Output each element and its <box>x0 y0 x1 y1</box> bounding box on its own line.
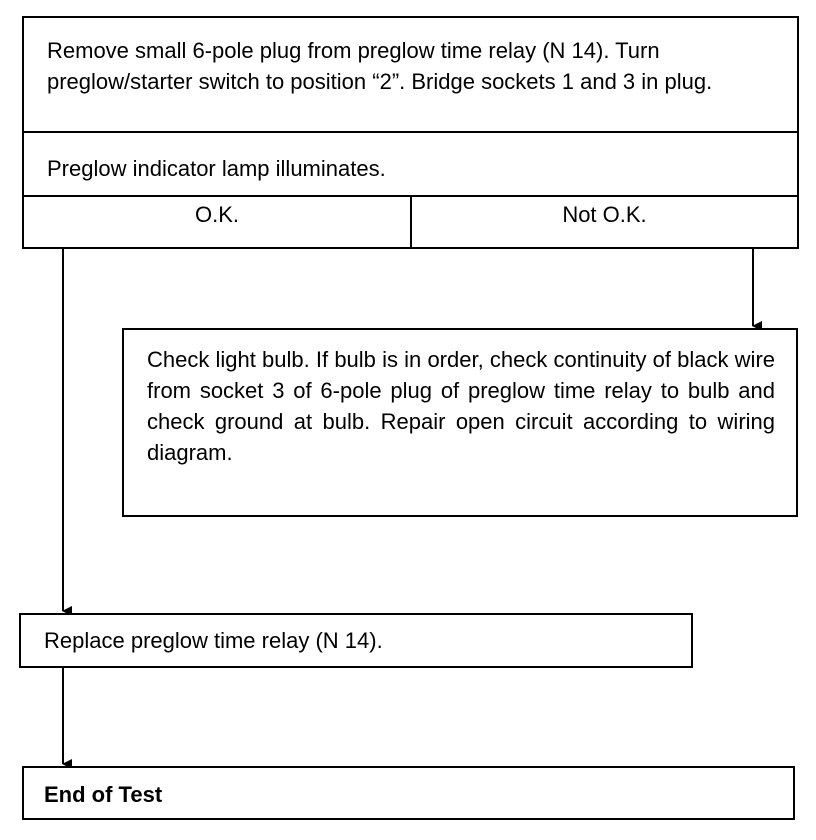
replace-relay-text: Replace preglow time relay (N 14). <box>44 628 383 653</box>
ok-branch-label: O.K. <box>194 202 239 227</box>
check-bulb-text: Check light bulb. If bulb is in order, c… <box>147 347 775 465</box>
not-ok-branch-label: Not O.K. <box>562 202 647 227</box>
end-of-test-text: End of Test <box>44 782 163 807</box>
end-of-test-box: End of Test <box>22 766 795 820</box>
test-step-box: Remove small 6-pole plug from preglow ti… <box>22 16 799 249</box>
check-bulb-box: Check light bulb. If bulb is in order, c… <box>122 328 798 517</box>
divider <box>24 195 797 197</box>
divider <box>24 131 797 133</box>
replace-relay-box: Replace preglow time relay (N 14). <box>19 613 693 668</box>
test-instruction-text: Remove small 6-pole plug from preglow ti… <box>47 38 713 94</box>
branch-divider <box>410 197 412 247</box>
condition-text: Preglow indicator lamp illuminates. <box>47 156 386 181</box>
